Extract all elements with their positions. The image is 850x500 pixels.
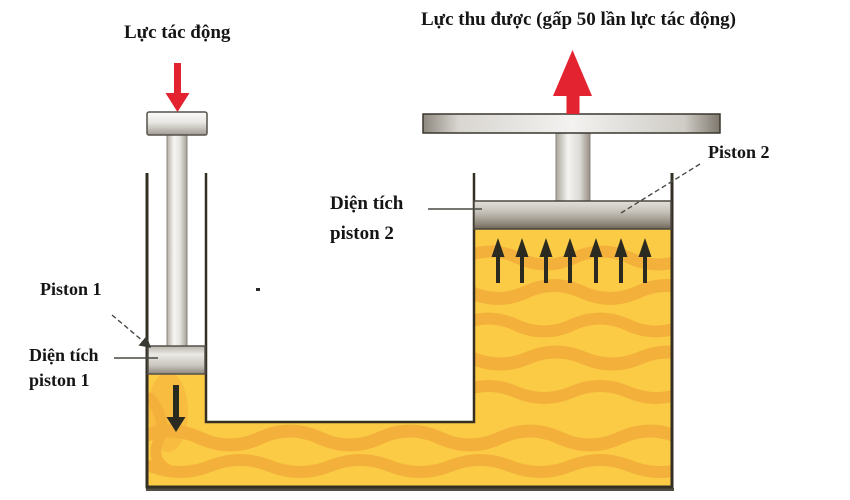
- piston2-assembly: [422, 113, 721, 230]
- flow-up-arrow-icon: [515, 238, 529, 283]
- piston1-handle: [146, 111, 208, 136]
- piston1-rod: [166, 131, 188, 349]
- flow-up-arrow-icon: [589, 238, 603, 283]
- output-force-label: Lực thu được (gấp 50 lần lực tác động): [421, 9, 736, 30]
- flow-up-arrow-icon: [539, 238, 553, 283]
- piston2-cap: [473, 200, 672, 230]
- container-inner-wall: [204, 173, 476, 424]
- piston1-label: Piston 1: [40, 279, 102, 299]
- flow-up-arrow-icon: [563, 238, 577, 283]
- force-arrows: [165, 50, 592, 114]
- fluid-flow-arrows: [166, 238, 652, 432]
- flow-up-arrow-icon: [614, 238, 628, 283]
- piston1-assembly: [146, 111, 208, 375]
- leader-lines: [111, 163, 701, 359]
- piston2-area-label: Diện tích piston 2: [330, 193, 404, 244]
- applied-force-label: Lực tác động: [124, 22, 231, 43]
- flow-up-arrow-icon: [638, 238, 652, 283]
- output-force-arrow-icon: [553, 50, 592, 114]
- flow-down-arrow-icon: [166, 385, 186, 432]
- flow-up-arrow-icon: [491, 238, 505, 283]
- stray-dot-mark: [256, 288, 260, 291]
- applied-force-arrow-icon: [165, 63, 190, 112]
- piston2-rod: [555, 129, 591, 204]
- fluid-wave-pattern: [148, 245, 671, 478]
- piston1-cap: [147, 345, 206, 375]
- piston1-area-label: Diện tích piston 1: [29, 345, 99, 390]
- piston1-leader-line: [111, 314, 152, 348]
- piston2-platform: [422, 113, 721, 134]
- container-outer-wall: [145, 173, 674, 489]
- piston2-label: Piston 2: [708, 142, 770, 162]
